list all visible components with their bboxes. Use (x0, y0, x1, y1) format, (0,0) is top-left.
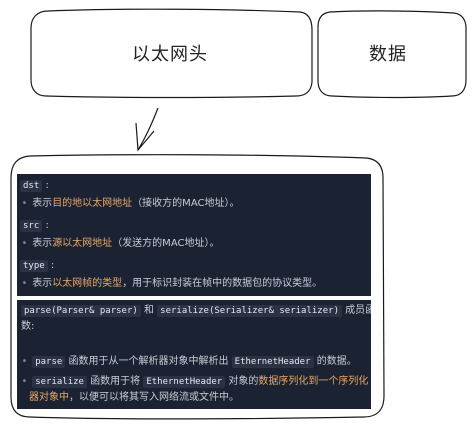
methods-intro-tail: 成员函 (345, 305, 371, 316)
ethernet-header-box (30, 8, 313, 99)
method-code-serialize-signature: serialize(Serializer& serializer) (157, 305, 342, 317)
field-colon: : (50, 260, 55, 271)
field-desc-highlight: 目的地以太网地址 (52, 198, 133, 209)
method-code-ethernet-header: EthernetHeader (143, 376, 226, 388)
field-desc-row: • 表示以太网帧的类型，用于标识封装在帧中的数据包的协议类型。 (20, 276, 371, 291)
method-parse-text: 函数用于从一个解析器对象中解析出 (68, 356, 229, 367)
method-serialize-row-2: 器对象中，以便可以将其写入网络流或文件中。 (29, 390, 371, 405)
method-serialize-text: 函数用于将 (90, 376, 141, 387)
method-serialize-highlight-2: 器对象中 (29, 392, 69, 403)
field-colon: : (45, 180, 49, 191)
method-serialize-text-3: ，以便可以将其写入网络流或文件中。 (69, 392, 239, 403)
field-colon: : (45, 220, 49, 231)
bullet-icon: • (21, 238, 28, 249)
detail-container-box (10, 154, 385, 420)
method-code-parse-signature: parse(Parser& parser) (21, 305, 141, 317)
data-label: 数据 (369, 44, 407, 65)
arrow-head (135, 122, 155, 152)
method-serialize-text-2: 对象的 (228, 376, 259, 387)
method-code-ethernet-header: EthernetHeader (231, 356, 314, 368)
methods-intro-line: parse(Parser& parser) 和 serialize(Serial… (21, 303, 371, 319)
bullet-icon: • (21, 376, 28, 387)
field-desc-highlight: 以太网帧的类型 (52, 278, 123, 289)
bullet-icon: • (21, 356, 28, 367)
field-desc-row: • 表示目的地以太网地址（接收方的MAC地址）。 (20, 196, 371, 211)
field-desc-pre: 表示 (32, 198, 53, 209)
field-name-dst: dst (20, 180, 43, 192)
field-name-row: src : (20, 218, 371, 234)
field-name-src: src (20, 220, 43, 232)
methods-intro-tail-2: 数: (21, 321, 35, 332)
data-box (317, 10, 467, 99)
arrow-shaft (137, 107, 159, 151)
bullet-icon: • (21, 278, 28, 289)
method-code-serialize: serialize (32, 376, 87, 388)
field-desc-post: （发送方的MAC地址）。 (112, 238, 220, 249)
field-desc-post: （接收方的MAC地址）。 (132, 198, 240, 209)
field-desc-pre: 表示 (32, 278, 53, 289)
field-desc-highlight: 源以太网地址 (52, 238, 113, 249)
methods-intro-line-2: 数: (21, 319, 371, 334)
methods-intro-join: 和 (143, 305, 154, 316)
field-desc-row: • 表示源以太网地址（发送方的MAC地址）。 (20, 236, 371, 251)
method-parse-text-end: 的数据。 (316, 356, 357, 367)
method-code-parse: parse (32, 356, 66, 368)
field-desc-pre: 表示 (32, 238, 53, 249)
field-desc-post: ，用于标识封装在帧中的数据包的协议类型。 (122, 278, 323, 289)
field-name-row: type : (20, 258, 371, 274)
fields-panel: dst : • 表示目的地以太网地址（接收方的MAC地址）。 src : • 表… (17, 174, 371, 296)
method-parse-row: • parse 函数用于从一个解析器对象中解析出 EthernetHeader … (20, 354, 371, 370)
method-serialize-row: • serialize 函数用于将 EthernetHeader 对象的数据序列… (20, 374, 371, 390)
methods-panel: parse(Parser& parser) 和 serialize(Serial… (17, 300, 371, 409)
bullet-icon: • (21, 198, 28, 209)
method-serialize-highlight: 数据序列化到一个序列化 (258, 376, 369, 387)
field-name-type: type (20, 260, 48, 272)
ethernet-header-label: 以太网头 (132, 44, 208, 65)
field-name-row: dst : (20, 178, 371, 194)
